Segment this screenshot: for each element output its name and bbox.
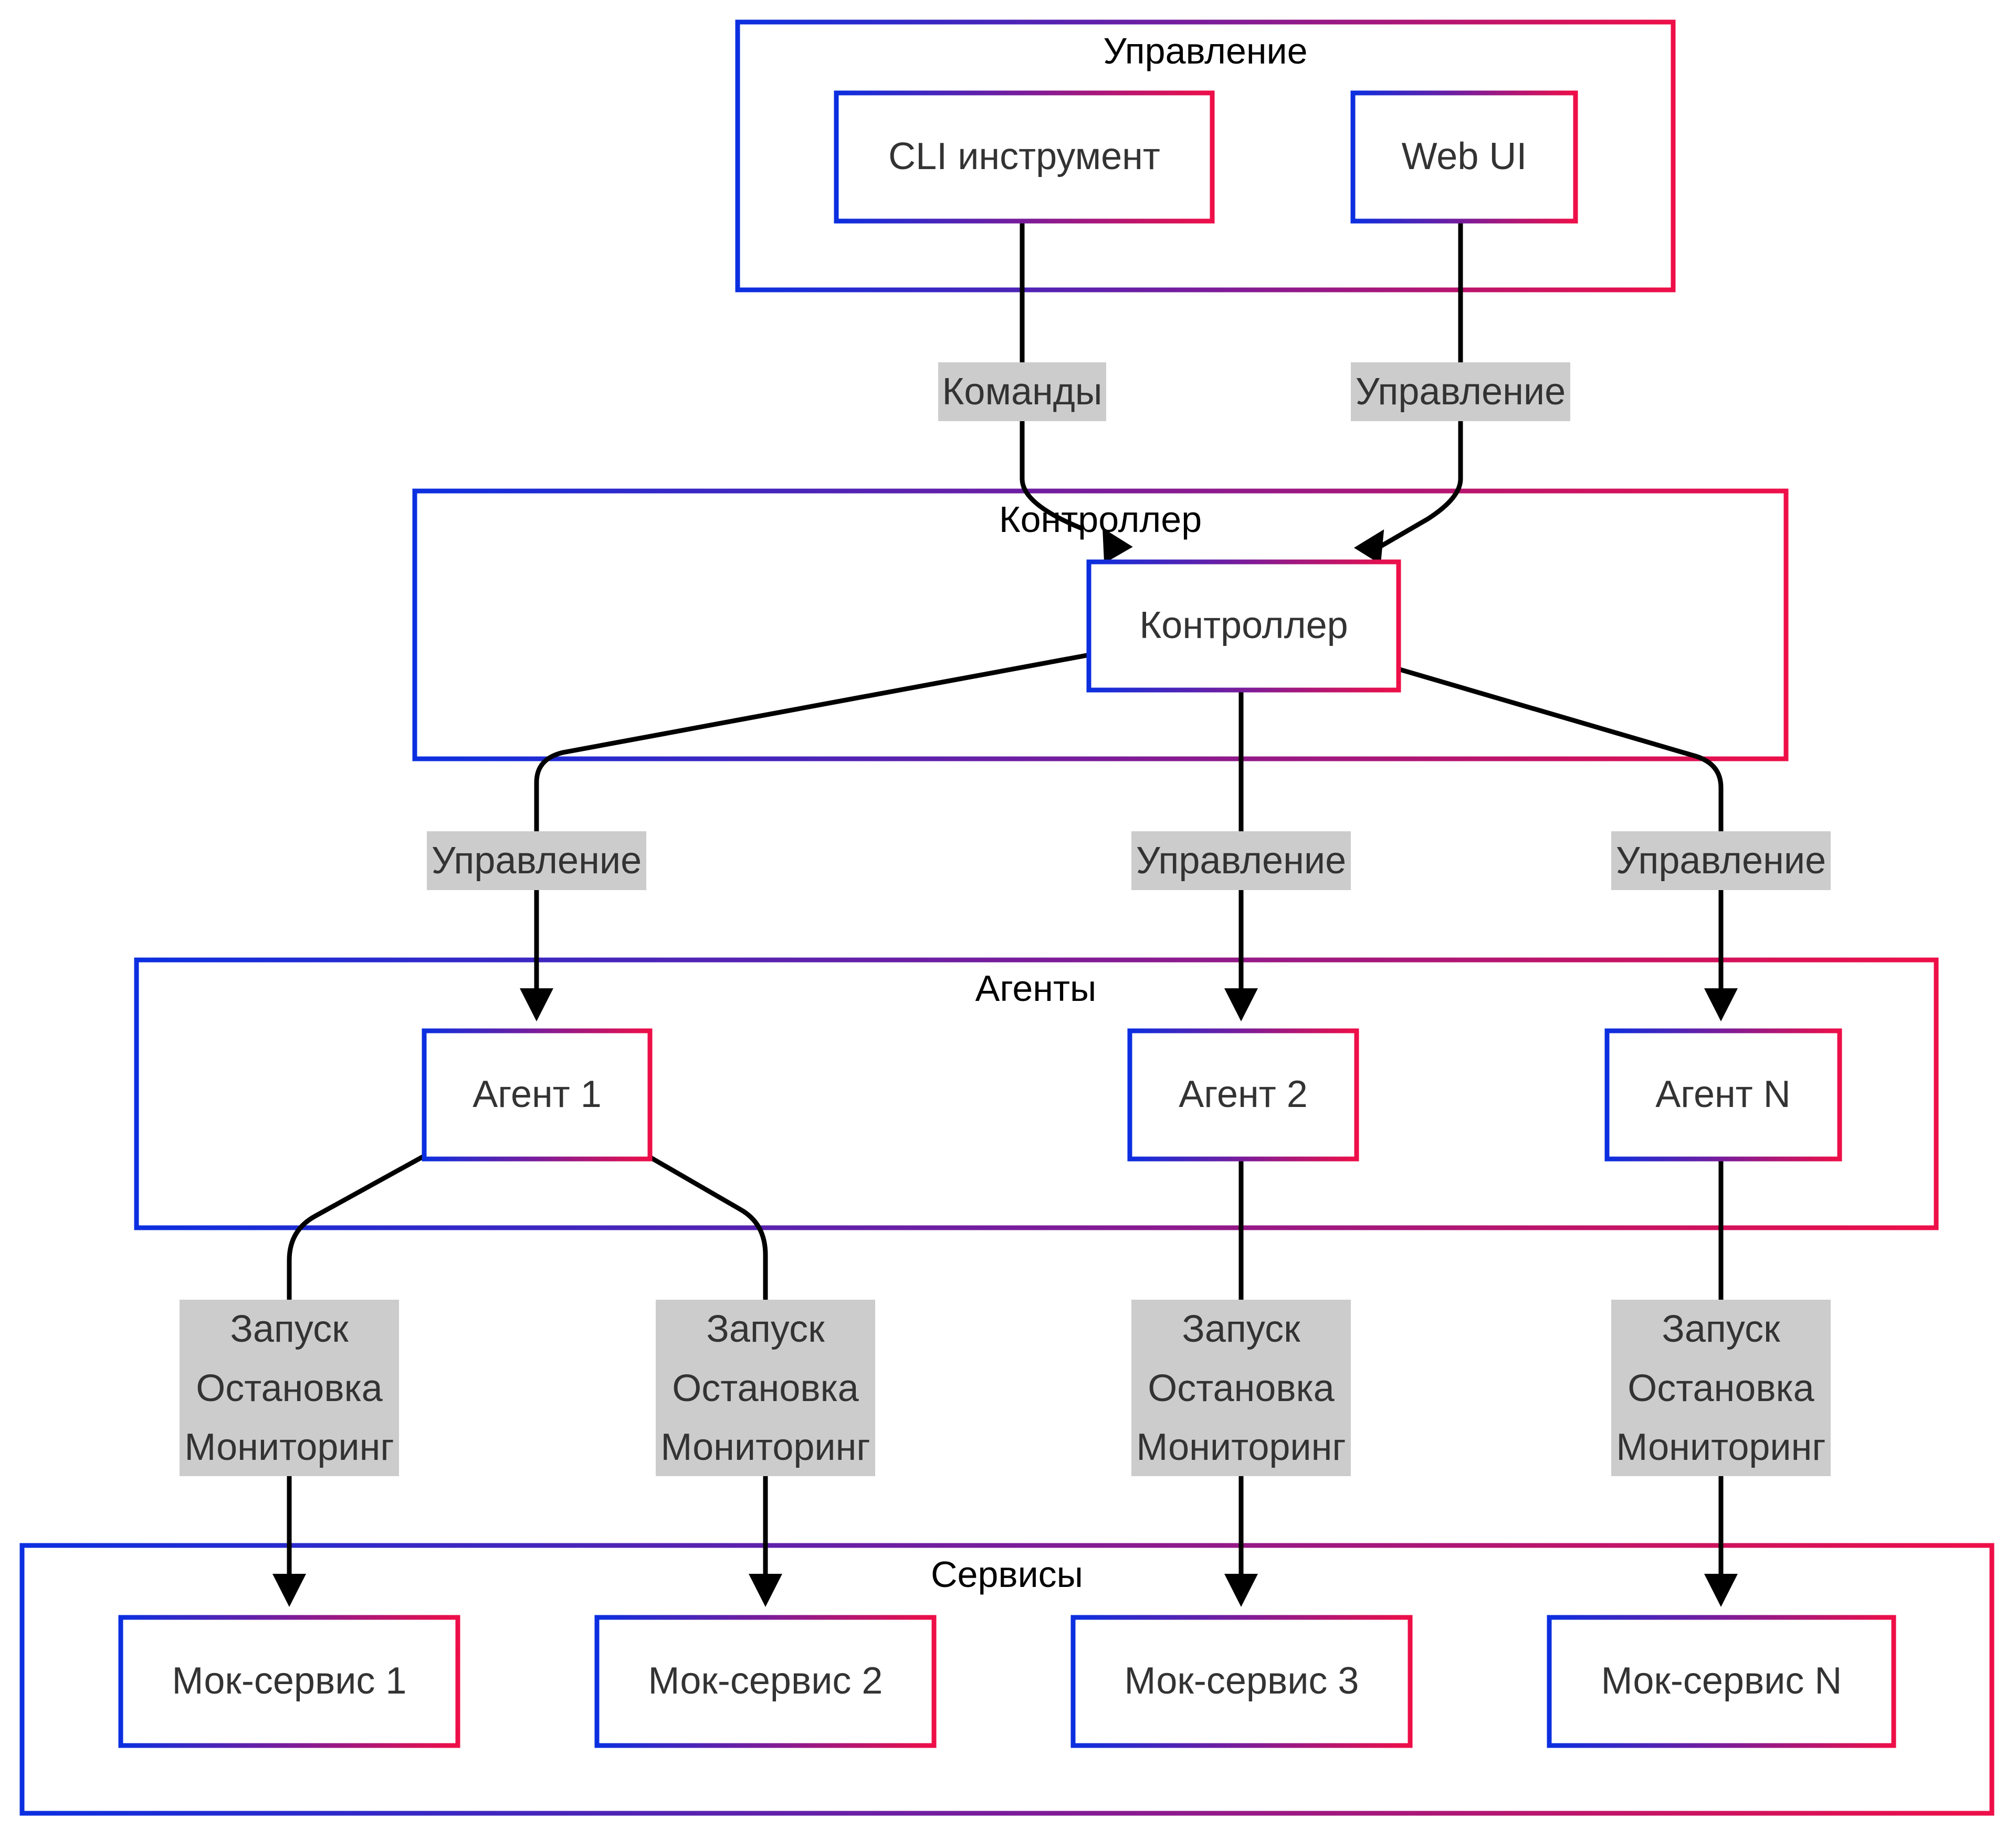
node-agent2-box — [1127, 1028, 1359, 1162]
edge-label-agent1-mock2-line3: Мониторинг — [660, 1426, 870, 1468]
node-controller-box — [1086, 559, 1401, 693]
edge-webui-controller — [1373, 220, 1463, 552]
edge-label-commands: Команды — [938, 362, 1106, 421]
edge-controller-agent1 — [534, 653, 1089, 1000]
node-mock1-label: Мок-сервис 1 — [172, 1660, 407, 1702]
arrowhead-controller-agent1 — [520, 988, 553, 1021]
edge-label-agent1-mock1-line2: Остановка — [196, 1367, 383, 1409]
arrowhead-agent1-mock1 — [272, 1574, 306, 1607]
edge-label-agent2-mock3-line2: Остановка — [1148, 1367, 1335, 1409]
node-mock1: Мок-сервис 1 — [118, 1615, 460, 1748]
edge-label-agent2-management-bg — [1131, 831, 1351, 890]
edge-label-agentN-management: Управление — [1611, 831, 1831, 890]
edge-label-agentN-mockN-line1: Запуск — [1662, 1308, 1780, 1350]
node-mock2-label: Мок-сервис 2 — [648, 1660, 883, 1702]
edge-label-agent1-management-bg — [427, 831, 646, 890]
edge-label-agent1-mock1-line3: Мониторинг — [184, 1426, 394, 1468]
node-cli-label: CLI инструмент — [888, 135, 1160, 177]
arrowhead-webui-controller — [1353, 529, 1384, 565]
edge-label-agent2-mock3-line3: Мониторинг — [1136, 1426, 1346, 1468]
node-mockN-label: Мок-сервис N — [1601, 1660, 1842, 1702]
node-agent1-label: Агент 1 — [472, 1073, 602, 1115]
edge-label-agentN-management-bg — [1611, 831, 1831, 890]
group-controller-title: Контроллер — [999, 499, 1202, 540]
node-mock3: Мок-сервис 3 — [1070, 1615, 1413, 1748]
edge-label-agent2-management: Управление — [1131, 831, 1351, 890]
edge-label-agent1-mock2-bg — [656, 1300, 875, 1476]
edge-label-webui-management: Управление — [1351, 362, 1570, 421]
node-agent1: Агент 1 — [422, 1028, 653, 1162]
edge-label-agent2-mock3-bg — [1131, 1300, 1351, 1476]
edge-label-agent1-mock1: Запуск Остановка Мониторинг — [180, 1300, 399, 1476]
node-mock1-box — [118, 1615, 460, 1748]
node-webui-label: Web UI — [1402, 135, 1527, 177]
node-agent2: Агент 2 — [1127, 1028, 1359, 1162]
node-controller-label: Контроллер — [1139, 604, 1348, 646]
edge-label-agentN-management-text: Управление — [1616, 840, 1826, 882]
edge-cli-controller — [1020, 220, 1084, 531]
group-services-title: Сервисы — [931, 1554, 1083, 1595]
node-agent1-box — [422, 1028, 653, 1162]
arrowhead-agent2-mock3 — [1224, 1574, 1258, 1607]
edge-label-webui-management-bg — [1351, 362, 1570, 421]
edge-label-commands-text: Команды — [942, 371, 1102, 413]
node-agentN: Агент N — [1604, 1028, 1842, 1162]
edge-label-agentN-mockN-line2: Остановка — [1628, 1367, 1814, 1409]
group-agents-title: Агенты — [975, 968, 1097, 1009]
node-mock2-box — [594, 1615, 937, 1748]
edges — [272, 220, 1738, 1607]
node-webui: Web UI — [1350, 90, 1578, 224]
edge-agent1-mock1 — [287, 1154, 425, 1586]
nodes: CLI инструмент Web UI Контроллер Агент 1… — [118, 90, 1896, 1748]
edge-label-agentN-mockN-bg — [1611, 1300, 1831, 1476]
arrowhead-cli-controller — [1102, 528, 1133, 563]
node-mock3-box — [1070, 1615, 1413, 1748]
edge-agent1-mock2 — [647, 1154, 768, 1586]
node-mock3-label: Мок-сервис 3 — [1125, 1660, 1359, 1702]
edge-label-agent1-mock2: Запуск Остановка Мониторинг — [656, 1300, 875, 1476]
node-webui-box — [1350, 90, 1578, 224]
node-cli-box — [834, 90, 1215, 224]
node-agentN-box — [1604, 1028, 1842, 1162]
node-mockN-box — [1547, 1615, 1896, 1748]
node-controller: Контроллер — [1086, 559, 1401, 693]
node-agent2-label: Агент 2 — [1179, 1073, 1308, 1115]
edge-label-agent2-mock3-line1: Запуск — [1182, 1308, 1300, 1350]
arrowhead-controller-agentN — [1704, 988, 1738, 1021]
group-management-title: Управление — [1103, 30, 1307, 71]
node-mockN: Мок-сервис N — [1547, 1615, 1896, 1748]
arrowhead-controller-agent2 — [1224, 988, 1258, 1021]
node-cli: CLI инструмент — [834, 90, 1215, 224]
edge-labels: Команды Управление Управление Управление… — [180, 362, 1831, 1476]
edge-controller-agentN — [1394, 666, 1724, 1000]
edge-label-webui-management-text: Управление — [1356, 371, 1566, 413]
node-mock2: Мок-сервис 2 — [594, 1615, 937, 1748]
edge-label-agent1-mock2-line2: Остановка — [672, 1367, 859, 1409]
edge-label-agent1-management: Управление — [427, 831, 646, 890]
edge-label-commands-bg — [938, 362, 1106, 421]
arrowhead-agent1-mock2 — [749, 1574, 782, 1607]
edge-label-agentN-mockN-line3: Мониторинг — [1616, 1426, 1825, 1468]
node-agentN-label: Агент N — [1655, 1073, 1790, 1115]
edge-label-agent2-management-text: Управление — [1136, 840, 1346, 882]
edge-label-agent2-mock3: Запуск Остановка Мониторинг — [1131, 1300, 1351, 1476]
arrowhead-agentN-mockN — [1704, 1574, 1738, 1607]
edge-label-agentN-mockN: Запуск Остановка Мониторинг — [1611, 1300, 1831, 1476]
edge-label-agent1-mock2-line1: Запуск — [706, 1308, 825, 1350]
edge-label-agent1-mock1-line1: Запуск — [230, 1308, 349, 1350]
edge-label-agent1-mock1-bg — [180, 1300, 399, 1476]
edge-label-agent1-management-text: Управление — [432, 840, 642, 882]
